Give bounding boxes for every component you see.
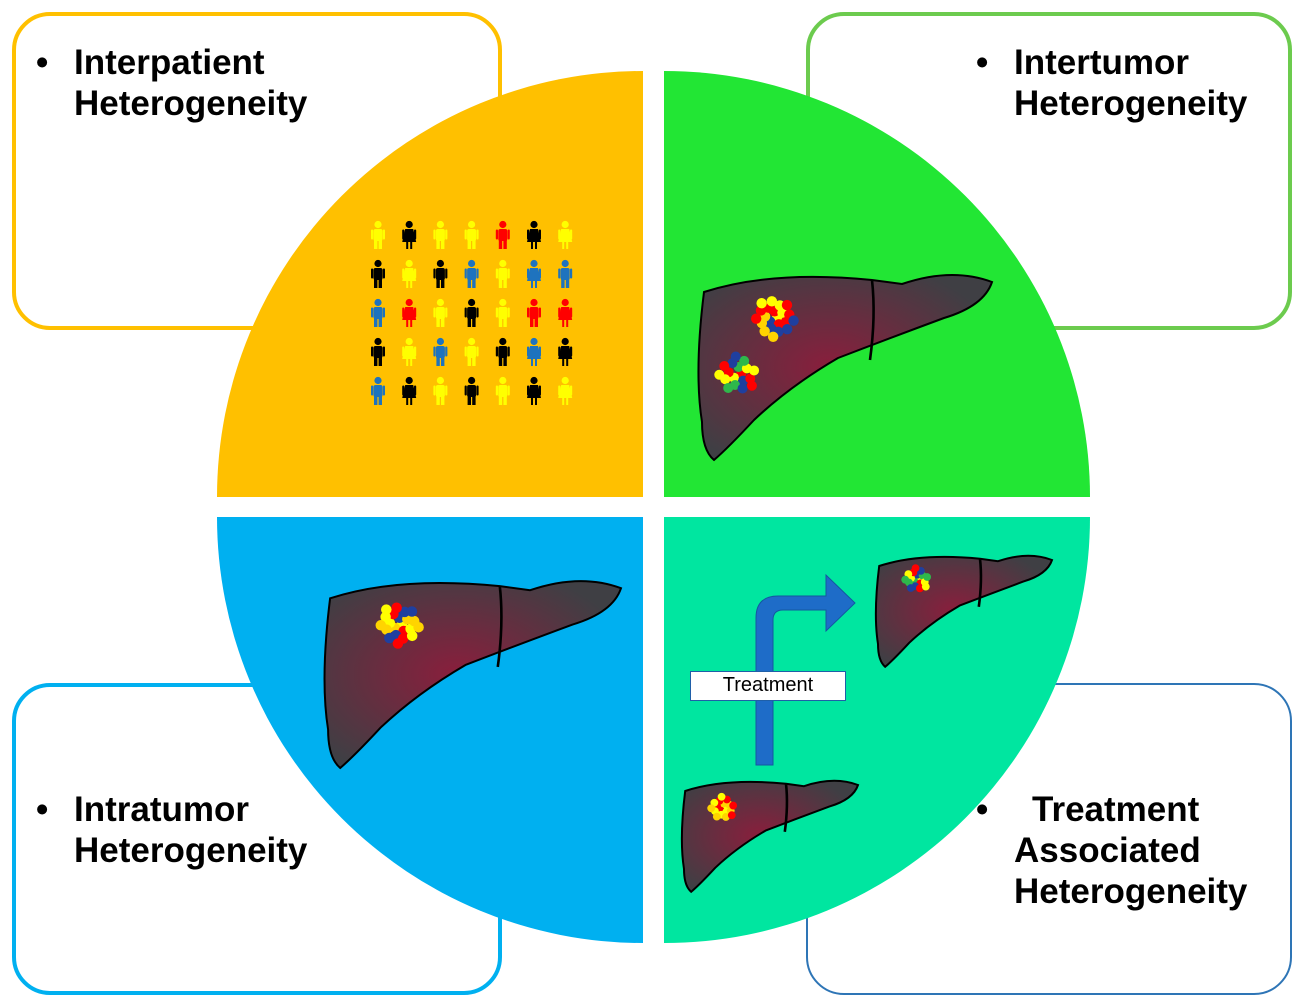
- person-icon: [402, 259, 417, 288]
- interpatient-label: • Interpatient Heterogeneity: [36, 42, 307, 124]
- person-icon: [527, 337, 541, 366]
- person-icon: [495, 376, 510, 405]
- person-icon: [558, 337, 573, 366]
- intratumor-line1: Intratumor: [74, 790, 249, 829]
- person-icon: [371, 220, 385, 249]
- intertumor-line1: Intertumor: [1014, 43, 1189, 82]
- person-icon: [371, 259, 385, 288]
- person-icon: [527, 376, 541, 405]
- person-icon: [402, 298, 417, 327]
- person-icon: [433, 259, 448, 288]
- interpatient-line2: Heterogeneity: [74, 84, 308, 123]
- post-treatment-liver-icon: [874, 554, 1054, 669]
- treatment-label: Treatment: [722, 674, 814, 696]
- person-icon: [464, 298, 479, 327]
- person-icon: [464, 220, 479, 249]
- person-icon: [495, 298, 510, 327]
- person-icon: [371, 337, 385, 366]
- person-icon: [527, 259, 541, 288]
- tumor-cell-cluster-icon: [750, 296, 799, 343]
- person-icon: [558, 220, 573, 249]
- intertumor-label: • Intertumor Heterogeneity: [976, 42, 1247, 124]
- bullet-icon: •: [976, 43, 989, 82]
- person-icon: [495, 220, 510, 249]
- person-icon: [433, 376, 448, 405]
- treatment-line3: Heterogeneity: [1014, 872, 1248, 911]
- person-icon: [433, 298, 448, 327]
- person-icon: [464, 337, 479, 366]
- person-icon: [527, 298, 541, 327]
- person-icon: [558, 376, 573, 405]
- person-icon: [402, 337, 417, 366]
- treatment-line1: Treatment: [1032, 790, 1200, 829]
- tumor-cell-cluster-icon: [714, 351, 760, 394]
- intratumor-label: • Intratumor Heterogeneity: [36, 789, 307, 871]
- tumor-cell-cluster-icon: [375, 602, 424, 649]
- person-icon: [558, 259, 573, 288]
- tumor-cell-cluster-icon: [901, 564, 932, 593]
- person-icon: [495, 337, 510, 366]
- interpatient-quadrant: [217, 71, 643, 497]
- person-icon: [402, 220, 417, 249]
- bullet-icon: •: [36, 43, 49, 82]
- person-icon: [464, 259, 479, 288]
- intertumor-line2: Heterogeneity: [1014, 84, 1248, 123]
- person-icon: [371, 298, 385, 327]
- pre-treatment-liver-icon: [680, 779, 860, 894]
- person-icon: [495, 259, 510, 288]
- intratumor-line2: Heterogeneity: [74, 831, 308, 870]
- person-icon: [527, 220, 541, 249]
- intratumor-liver-icon: [323, 580, 623, 770]
- treatment-line2: Associated: [1014, 831, 1201, 870]
- person-icon: [558, 298, 573, 327]
- person-icon: [433, 337, 448, 366]
- bullet-icon: •: [36, 790, 49, 829]
- people-grid: [371, 220, 573, 405]
- treatment-associated-label: • Treatment Associated Heterogeneity: [976, 789, 1247, 912]
- person-icon: [464, 376, 479, 405]
- bent-arrow-icon: [755, 573, 856, 766]
- person-icon: [402, 376, 417, 405]
- person-icon: [433, 220, 448, 249]
- intertumor-liver-icon: [697, 274, 994, 462]
- bullet-icon: •: [976, 790, 989, 829]
- livers: [323, 274, 1054, 894]
- person-icon: [371, 376, 385, 405]
- tumor-cell-cluster-icon: [707, 792, 738, 821]
- interpatient-line1: Interpatient: [74, 43, 265, 82]
- treatment-label-box: Treatment: [690, 671, 846, 701]
